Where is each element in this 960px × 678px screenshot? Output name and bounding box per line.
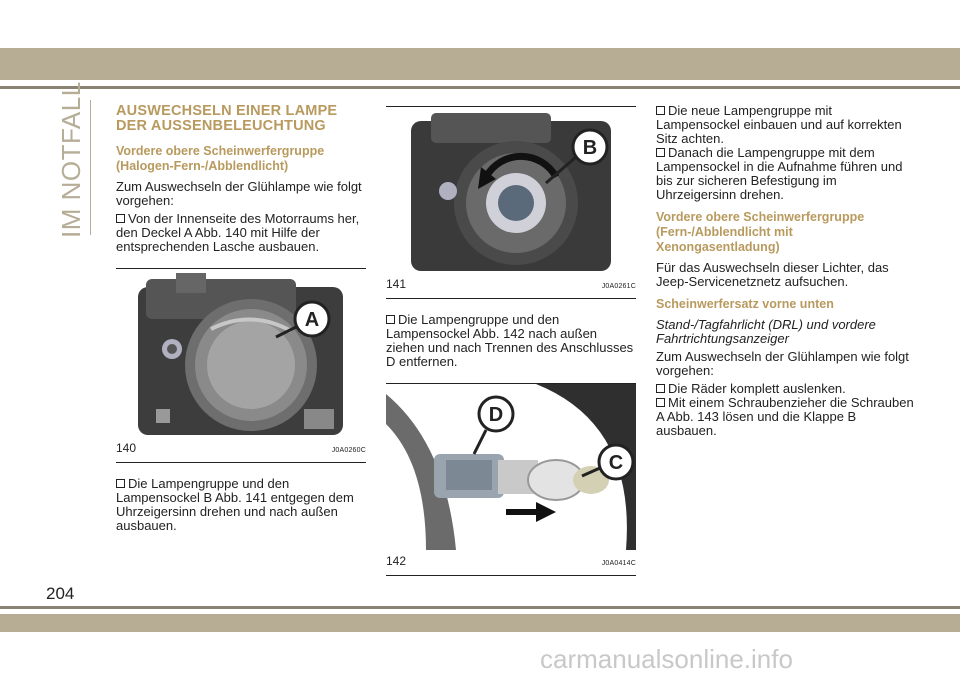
xenon-service-text: Für das Auswechseln dieser Lichter, das …	[656, 260, 889, 289]
step-text: Mit einem Schraubenzieher die Schrauben …	[656, 395, 914, 438]
column-2: B 141 J0A0261C Die Lampengruppe und den …	[386, 100, 636, 590]
step-text: Die neue Lampengruppe mit Lampensockel e…	[656, 103, 902, 146]
figure-142: D C 142 J0A0414C	[386, 383, 636, 576]
subheading-line-1: Vordere obere Scheinwerfergruppe	[656, 210, 865, 224]
callout-d: D	[489, 404, 503, 426]
intro-text: Zum Auswechseln der Glühlampen wie folgt…	[656, 349, 909, 378]
step-text: Die Lampengruppe und den Lampensockel Ab…	[386, 312, 634, 369]
step-pull-lamp: Die Lampengruppe und den Lampensockel Ab…	[386, 313, 636, 369]
checkbox-bullet-icon	[656, 106, 665, 115]
figure-code: J0A0260C	[331, 447, 366, 454]
header-rule	[0, 86, 960, 89]
section-side-title: IM NOTFALL	[56, 81, 86, 238]
checkbox-bullet-icon	[656, 384, 665, 393]
subheading-halogen: Vordere obere Scheinwerfergruppe (Haloge…	[116, 144, 366, 174]
figure-code: J0A0414C	[601, 560, 636, 567]
subheading-line-2: (Fern-/Abblendlicht mit Xenongasentladun…	[656, 225, 793, 254]
figure-140-caption: 140 J0A0260C	[116, 437, 366, 462]
step-text: Danach die Lampengruppe mit dem Lampenso…	[656, 145, 903, 202]
step-remove-cover: Von der Innenseite des Motorraums her, d…	[116, 212, 366, 254]
footer-band	[0, 614, 960, 632]
header-band	[0, 48, 960, 80]
step-insert-lamp: Danach die Lampengruppe mit dem Lampenso…	[656, 146, 916, 202]
intro-text: Zum Auswechseln der Glühlampe wie folgt …	[116, 179, 362, 208]
step-text: Die Räder komplett auslenken.	[668, 381, 846, 396]
figure-141: B 141 J0A0261C	[386, 106, 636, 299]
watermark-text: carmanualsonline.info	[540, 644, 793, 674]
step-rotate-lamp: Die Lampengruppe und den Lampensockel B …	[116, 477, 366, 533]
callout-a: A	[305, 309, 319, 331]
figure-number: 140	[116, 441, 137, 455]
figure-140-image: A	[116, 269, 366, 437]
checkbox-bullet-icon	[656, 148, 665, 157]
step-text: Von der Innenseite des Motorraums her, d…	[116, 211, 360, 254]
column-3: Die neue Lampengruppe mit Lampensockel e…	[656, 104, 916, 438]
step-install-lamp: Die neue Lampengruppe mit Lampensockel e…	[656, 104, 916, 146]
checkbox-bullet-icon	[116, 479, 125, 488]
checkbox-bullet-icon	[656, 398, 665, 407]
step-text: Die Lampengruppe und den Lampensockel B …	[116, 476, 354, 533]
lamp-socket-rotate-illustration: B	[411, 113, 611, 271]
figure-142-image: D C	[386, 384, 636, 550]
figure-code: J0A0261C	[601, 283, 636, 290]
side-title-rule	[90, 100, 91, 235]
figure-number: 141	[386, 277, 407, 291]
figure-141-caption: 141 J0A0261C	[386, 273, 636, 298]
subheading-line-1: Vordere obere Scheinwerfergruppe	[116, 144, 325, 158]
checkbox-bullet-icon	[116, 214, 125, 223]
column-1: AUSWECHSELN EINER LAMPE DER AUSSENBELEUC…	[116, 100, 366, 533]
subheading-lower-lamps: Scheinwerfersatz vorne unten	[656, 297, 834, 311]
figure-142-caption: 142 J0A0414C	[386, 550, 636, 575]
step-remove-screws: Mit einem Schraubenzieher die Schrauben …	[656, 396, 916, 438]
callout-b: B	[583, 137, 597, 159]
lamp-connector-illustration: D C	[386, 384, 636, 550]
figure-141-image: B	[386, 107, 636, 273]
subheading-xenon: Vordere obere Scheinwerfergruppe (Fern-/…	[656, 210, 916, 255]
page-number: 204	[46, 584, 75, 603]
headlamp-rear-illustration: A	[138, 273, 343, 435]
section-heading: AUSWECHSELN EINER LAMPE DER AUSSENBELEUC…	[116, 103, 338, 134]
subheading-line-2: (Halogen-Fern-/Abblendlicht)	[116, 159, 289, 173]
footer-rule	[0, 606, 960, 609]
figure-number: 142	[386, 554, 407, 568]
callout-c: C	[609, 452, 623, 474]
step-turn-wheels: Die Räder komplett auslenken.	[656, 382, 916, 396]
checkbox-bullet-icon	[386, 315, 395, 324]
italic-subheading: Stand-/Tagfahrlicht (DRL) und vordere Fa…	[656, 317, 876, 346]
figure-140: A 140 J0A0260C	[116, 268, 366, 463]
